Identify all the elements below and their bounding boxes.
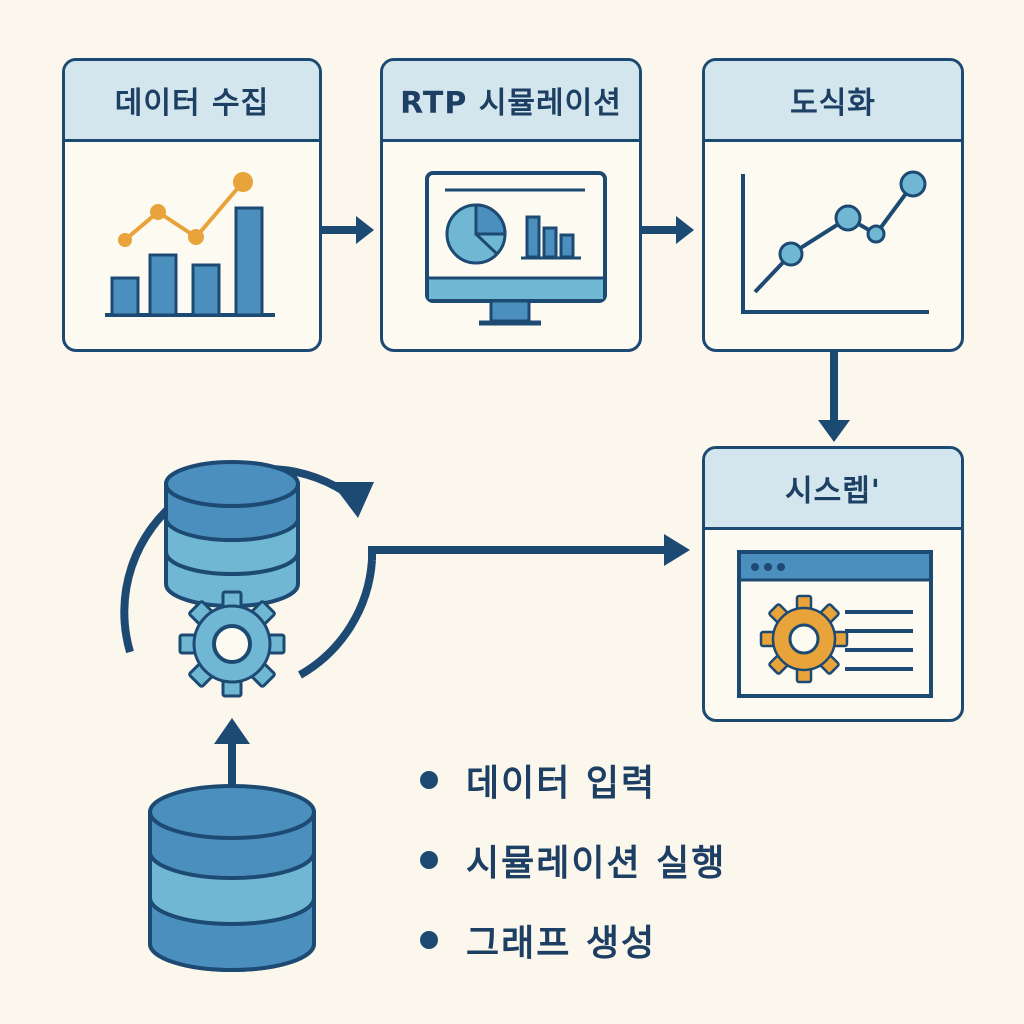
database-process-diagram	[120, 460, 690, 972]
database-icon	[148, 784, 316, 972]
step-body	[705, 142, 961, 349]
bullet-text: 그래프 생성	[466, 923, 657, 964]
step-title: 도식화	[790, 86, 876, 121]
step-card-rtp-simulation: RTP 시뮬레이션	[380, 58, 642, 352]
step-card-data-collection: 데이터 수집	[62, 58, 322, 352]
step-header: 도식화	[705, 61, 961, 142]
arrow-right-icon	[642, 216, 694, 244]
gear-icon	[178, 590, 286, 698]
step-title: RTP 시뮬레이션	[400, 86, 622, 121]
bar-line-chart-icon	[105, 172, 275, 317]
bullet-text: 시뮬레이션 실행	[466, 843, 727, 884]
step-body	[705, 530, 961, 719]
database-icon	[164, 460, 300, 608]
arrow-down-icon	[818, 352, 850, 442]
list-item: 시뮬레이션 실행	[420, 820, 726, 900]
bullet-dot	[420, 771, 438, 789]
step-header: RTP 시뮬레이션	[383, 61, 639, 142]
monitor-pie-chart-icon	[425, 171, 607, 326]
step-header: 데이터 수집	[65, 61, 319, 142]
step-body	[65, 142, 319, 349]
bullet-dot	[420, 931, 438, 949]
arrow-right-icon	[322, 216, 374, 244]
step-card-system: 시스렙'	[702, 446, 964, 722]
step-card-visualization: 도식화	[702, 58, 964, 352]
gear-icon	[759, 594, 849, 684]
bullet-dot	[420, 851, 438, 869]
step-title: 데이터 수집	[114, 86, 270, 121]
line-graph-icon	[741, 170, 929, 314]
step-body	[383, 142, 639, 349]
step-header: 시스렙'	[705, 449, 961, 530]
list-item: 그래프 생성	[420, 900, 726, 980]
bullet-text: 데이터 입력	[466, 763, 657, 804]
step-title: 시스렙'	[785, 474, 881, 509]
list-item: 데이터 입력	[420, 740, 726, 820]
step-bullet-list: 데이터 입력 시뮬레이션 실행 그래프 생성	[420, 740, 726, 980]
browser-gear-icon	[737, 550, 933, 698]
